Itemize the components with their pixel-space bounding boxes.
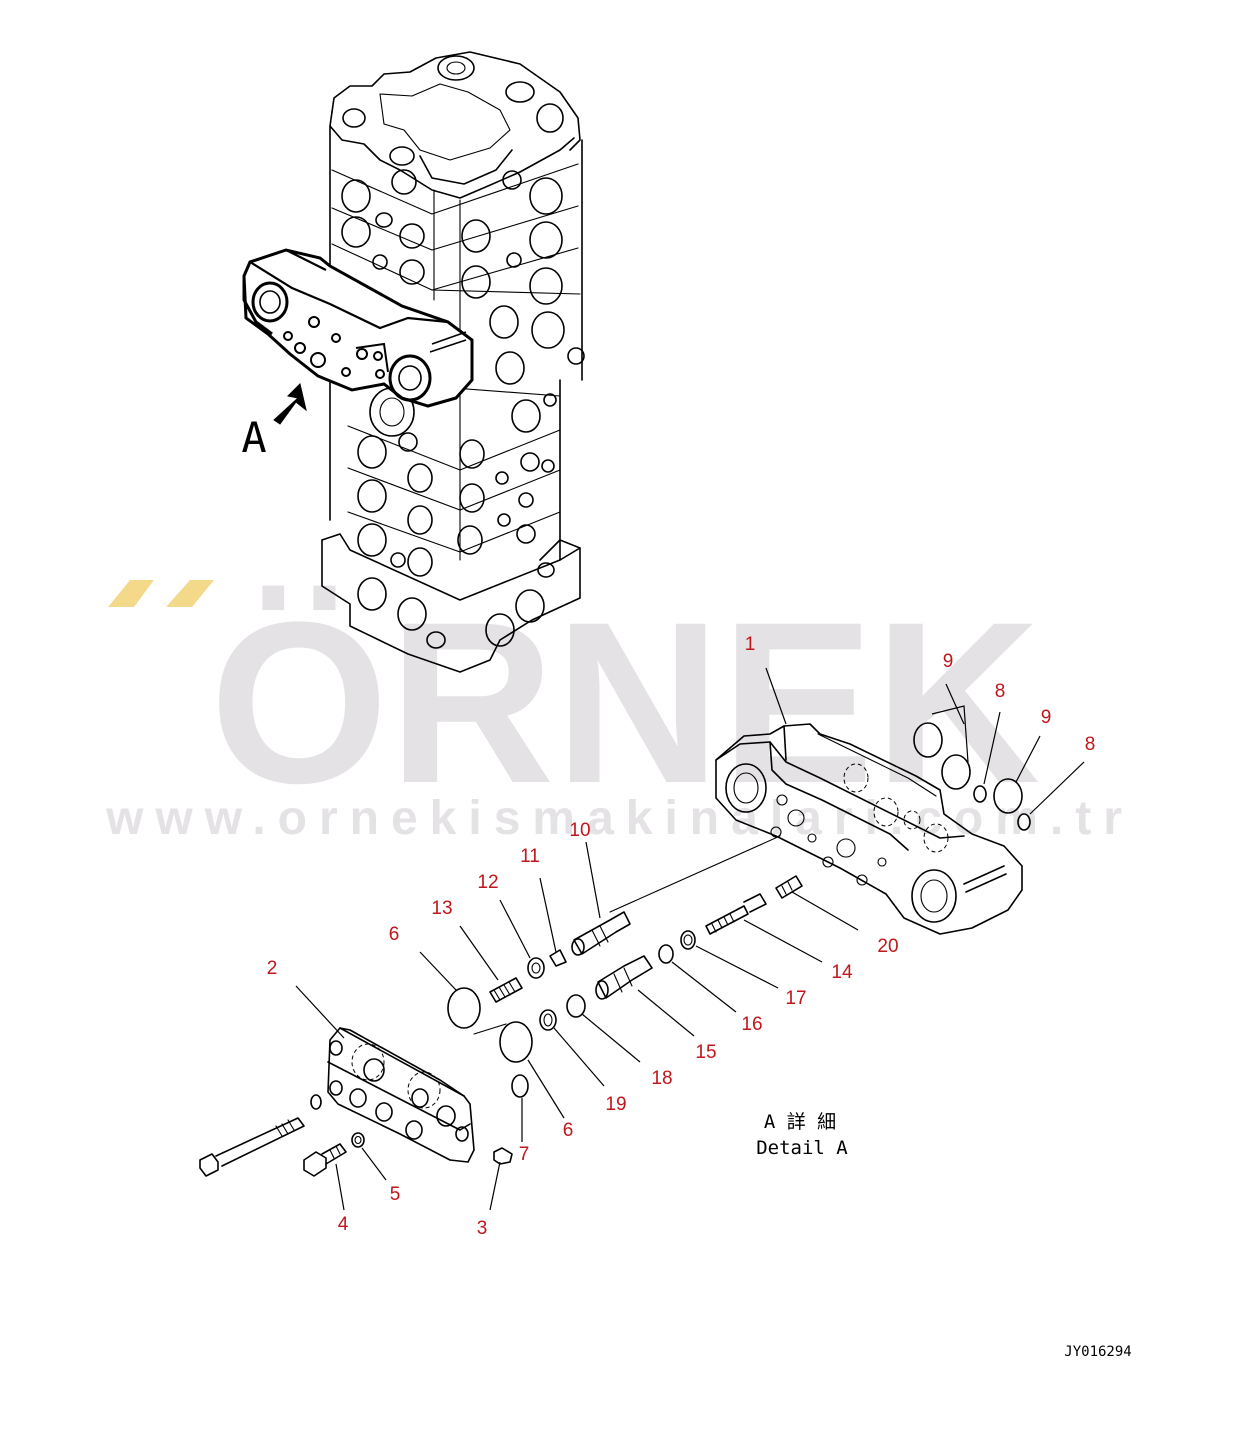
long-bolt <box>199 1094 322 1177</box>
callout-4: 4 <box>338 1214 349 1235</box>
leader-lines <box>295 667 1085 1211</box>
screw-part-14 <box>705 893 767 935</box>
o-ring-part-9c <box>993 778 1023 814</box>
watermark-accent-right <box>166 580 214 607</box>
plug-part-20 <box>775 875 803 899</box>
o-ring-part-9a <box>913 722 943 758</box>
callout-2: 2 <box>267 958 278 979</box>
callout-8: 8 <box>995 681 1006 702</box>
o-ring-part-9b <box>941 754 971 790</box>
bolt-part-4 <box>303 1143 347 1177</box>
callout-1: 1 <box>745 634 756 655</box>
o-ring-part-6b <box>499 1021 533 1063</box>
callout-9: 9 <box>943 651 954 672</box>
callout-6: 6 <box>389 924 400 945</box>
valve-part-10 <box>571 911 631 956</box>
plug-part-3 <box>493 1147 513 1165</box>
callout-16: 16 <box>741 1014 762 1035</box>
o-ring-part-19 <box>539 1009 557 1031</box>
callout-19: 19 <box>605 1094 626 1115</box>
drawing-code: JY016294 <box>1064 1344 1131 1360</box>
module-a-highlight <box>242 248 474 408</box>
assembly-axis-short <box>473 1023 507 1035</box>
callout-6: 6 <box>563 1120 574 1141</box>
assembly-axis <box>609 835 781 913</box>
detail-caption-en: Detail A <box>756 1137 848 1159</box>
callout-5: 5 <box>390 1184 401 1205</box>
o-ring-part-6a <box>447 987 481 1029</box>
cover-part-2 <box>327 1027 475 1163</box>
callout-18: 18 <box>651 1068 672 1089</box>
callout-9: 9 <box>1041 707 1052 728</box>
callout-15: 15 <box>695 1042 716 1063</box>
o-ring-part-8b <box>1017 813 1031 831</box>
o-ring-part-8a <box>973 785 987 803</box>
view-arrow-icon <box>273 383 307 425</box>
callout-13: 13 <box>431 898 452 919</box>
callout-20: 20 <box>877 936 898 957</box>
spool-part-11 <box>549 949 567 967</box>
callout-7: 7 <box>519 1144 530 1165</box>
callout-10: 10 <box>569 820 590 841</box>
callout-17: 17 <box>785 988 806 1009</box>
callout-8: 8 <box>1085 734 1096 755</box>
o-ring-part-18 <box>566 994 586 1018</box>
port-block-part-1 <box>715 723 1023 935</box>
main-control-valve: A <box>241 51 585 673</box>
spring-part-13 <box>489 977 523 1003</box>
watermark: ÖRNEK www.ornekismakinalari.com.tr <box>105 574 1122 845</box>
view-label-a: A <box>241 413 266 462</box>
callout-12: 12 <box>477 872 498 893</box>
callout-14: 14 <box>831 962 853 983</box>
o-ring-part-16 <box>658 944 674 964</box>
watermark-brand: ÖRNEK <box>210 574 1041 831</box>
callout-3: 3 <box>477 1218 488 1239</box>
washer-part-5 <box>351 1132 365 1148</box>
small-parts <box>199 722 1031 1177</box>
check-valve-part-15 <box>595 955 653 1000</box>
o-ring-part-7 <box>511 1074 529 1098</box>
ring-part-12 <box>527 957 545 979</box>
callout-11: 11 <box>520 846 540 867</box>
o-ring-part-17 <box>680 930 696 950</box>
watermark-accent-left <box>108 580 154 607</box>
detail-caption-jp: A 詳 細 <box>764 1111 836 1133</box>
